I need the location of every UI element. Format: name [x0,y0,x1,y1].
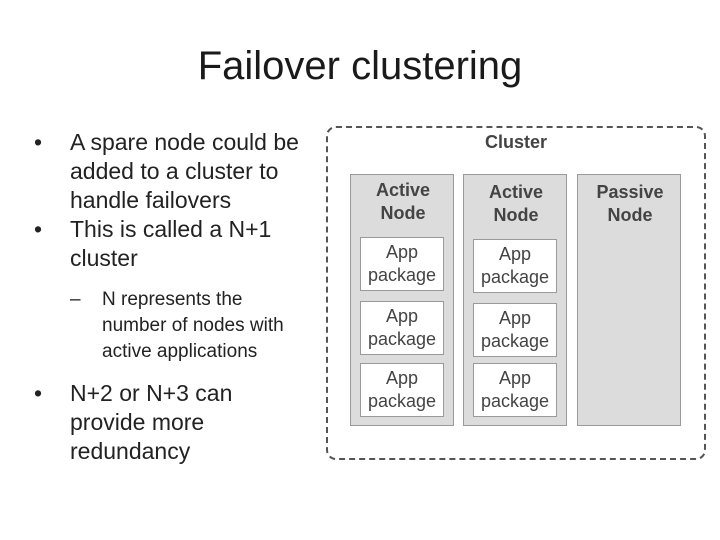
sub-bullet-line: active applications [102,341,258,362]
app-package: App package [473,239,557,293]
bullet-item: • This is called a N+1 cluster [30,215,330,273]
node-title-line: Active [488,182,544,202]
app-package: App package [360,237,444,291]
bullet-item: • A spare node could be added to a clust… [30,128,330,215]
package-line: package [480,331,550,351]
bullet-line: added to a cluster to [70,158,279,184]
bullet-dot: • [34,129,43,155]
app-package: App package [360,363,444,417]
bullet-line: A spare node could be [70,129,299,155]
package-line: App [498,368,532,388]
node-title-line: Node [607,205,653,225]
node-title: Active Node [351,179,455,225]
app-package: App package [360,301,444,355]
package-line: package [480,267,550,287]
sub-bullet-line: N represents the [102,289,243,310]
app-package: App package [473,363,557,417]
bullet-dot: • [34,216,43,242]
sub-bullet-dash: – [70,289,81,310]
app-package: App package [473,303,557,357]
slide-title: Failover clustering [197,44,523,88]
sub-bullet-item: – N represents the number of nodes with … [30,287,330,365]
node-title-line: Node [493,205,539,225]
node-title-line: Passive [596,182,664,202]
sub-bullet-line: number of nodes with [102,315,284,336]
node-title: Passive Node [578,181,682,227]
bullet-line: This is called a N+1 [70,216,272,242]
bullet-line: redundancy [70,438,191,464]
package-line: package [480,391,550,411]
bullet-dot: • [34,380,43,406]
node-active-2: Active Node App package App package App … [463,174,567,426]
bullet-list: • A spare node could be added to a clust… [30,128,330,466]
node-active-1: Active Node App package App package App … [350,174,454,426]
bullet-line: N+2 or N+3 can [70,380,233,406]
package-line: App [385,368,419,388]
node-title-line: Node [380,203,426,223]
package-line: App [385,306,419,326]
package-line: App [498,244,532,264]
bullet-line: cluster [70,245,138,271]
node-passive: Passive Node [577,174,681,426]
node-title: Active Node [464,181,568,227]
package-line: App [385,242,419,262]
bullet-line: handle failovers [70,187,232,213]
node-title-line: Active [375,180,431,200]
package-line: package [367,329,437,349]
cluster-label: Cluster [484,132,547,152]
package-line: package [367,265,437,285]
bullet-line: provide more [70,409,205,435]
package-line: App [498,308,532,328]
bullet-item: • N+2 or N+3 can provide more redundancy [30,379,330,466]
package-line: package [367,391,437,411]
